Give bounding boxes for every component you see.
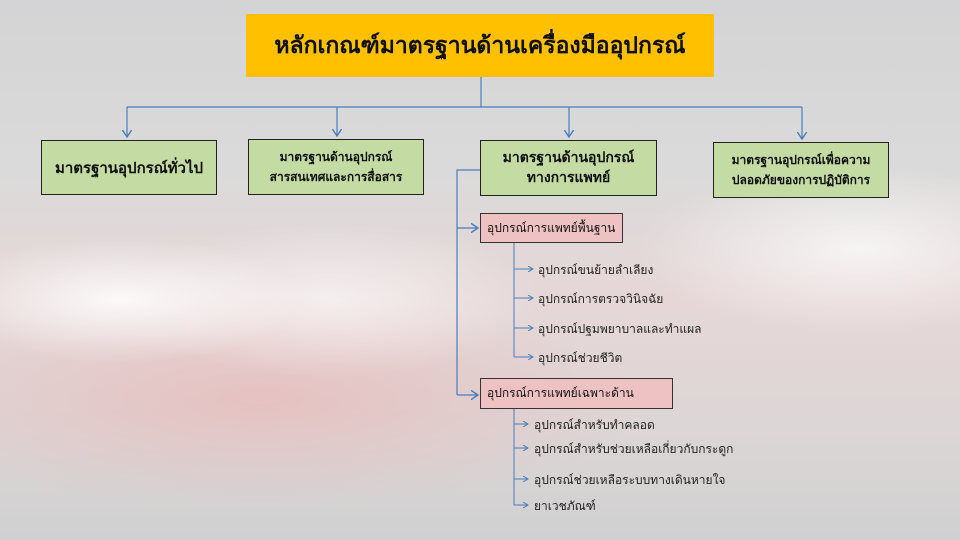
category-label: มาตรฐานอุปกรณ์เพื่อความ ปลอดภัยของการปฏิ… — [731, 153, 871, 187]
list-item-respiratory: อุปกรณ์ช่วยเหลือระบบทางเดินหายใจ — [534, 473, 726, 487]
list-item-transport: อุปกรณ์ขนย้ายลำเลียง — [538, 263, 654, 277]
category-label: มาตรฐานด้านอุปกรณ์ สารสนเทศและการสื่อสาร — [269, 150, 403, 184]
subcategory-specialized-medical: อุปกรณ์การแพทย์เฉพาะด้าน — [480, 378, 673, 409]
category-medical-equipment: มาตรฐานด้านอุปกรณ์ ทางการแพทย์ — [480, 140, 657, 196]
subcategory-basic-medical: อุปกรณ์การแพทย์พื้นฐาน — [480, 213, 623, 243]
list-item-life-support: อุปกรณ์ช่วยชีวิต — [538, 351, 623, 365]
category-general-equipment: มาตรฐานอุปกรณ์ทั่วไป — [41, 140, 217, 195]
list-item-diagnosis: อุปกรณ์การตรวจวินิจฉัย — [538, 292, 664, 306]
connector-medical-spine — [456, 169, 480, 395]
list-item-medical-supplies: ยาเวชภัณฑ์ — [534, 499, 596, 513]
category-safety-equipment: มาตรฐานอุปกรณ์เพื่อความ ปลอดภัยของการปฏิ… — [713, 142, 889, 198]
category-it-communication: มาตรฐานด้านอุปกรณ์ สารสนเทศและการสื่อสาร — [248, 139, 424, 195]
category-label: มาตรฐานด้านอุปกรณ์ ทางการแพทย์ — [502, 150, 635, 186]
list-item-first-aid: อุปกรณ์ปฐมพยาบาลและทำแผล — [538, 322, 702, 336]
list-item-bone-support: อุปกรณ์สำหรับช่วยเหลือเกี่ยวกับกระดูก — [534, 442, 734, 456]
diagram-title: หลักเกณฑ์มาตรฐานด้านเครื่องมืออุปกรณ์ — [246, 14, 714, 77]
category-label: มาตรฐานอุปกรณ์ทั่วไป — [54, 158, 204, 177]
list-item-childbirth: อุปกรณ์สำหรับทำคลอด — [534, 418, 655, 432]
